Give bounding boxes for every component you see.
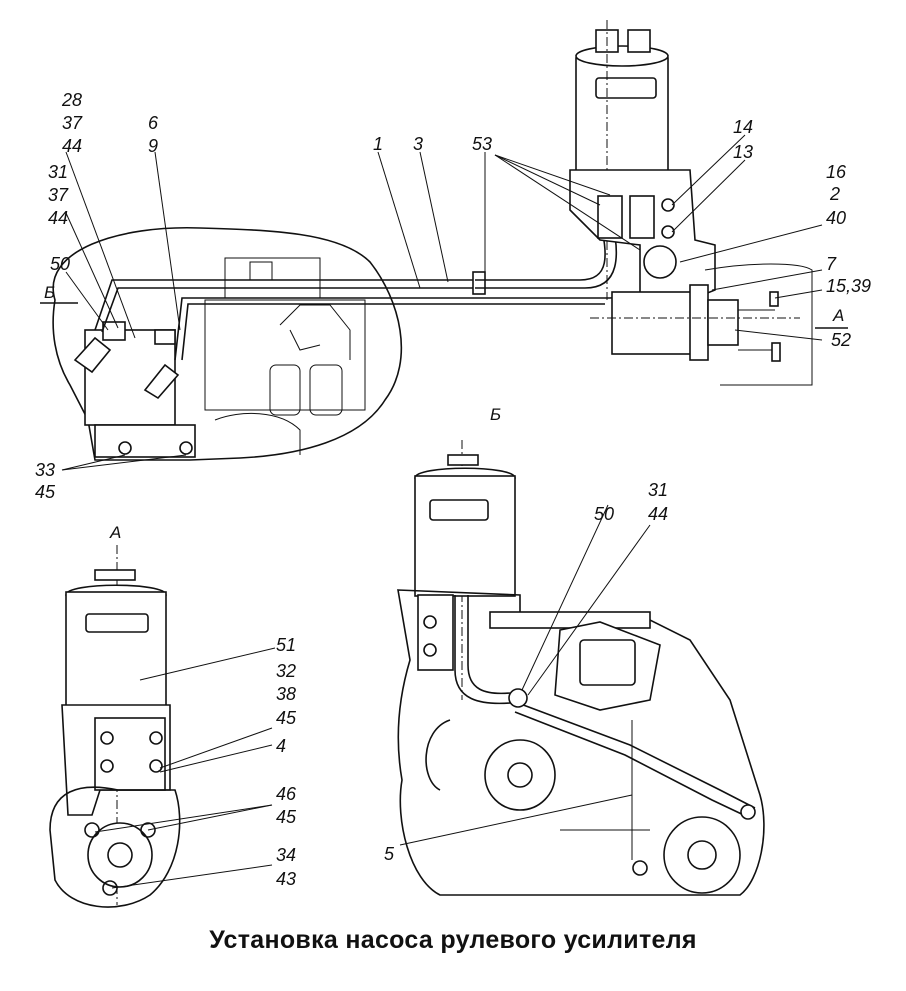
- view-label-b-left: Б: [44, 283, 55, 302]
- callout-3: 3: [413, 134, 423, 154]
- callout-50: 50: [50, 254, 70, 274]
- callout-28: 28: [61, 90, 82, 110]
- callout-7: 7: [826, 254, 837, 274]
- callout-9: 9: [148, 136, 158, 156]
- callout-6: 6: [148, 113, 159, 133]
- callout-4: 4: [276, 736, 286, 756]
- callouts: 28 37 44 6 9 31 37 44 50 1 3 53 14 13 16…: [35, 90, 871, 889]
- callout-44: 44: [48, 208, 68, 228]
- view-labels: Б А Б А: [44, 283, 844, 542]
- callout-34: 34: [276, 845, 296, 865]
- view-label-a-right: А: [832, 306, 844, 325]
- figure-caption: Установка насоса рулевого усилителя: [209, 926, 697, 954]
- callout-37: 37: [48, 185, 69, 205]
- callout-31: 31: [648, 480, 668, 500]
- callout-32: 32: [276, 661, 296, 681]
- callout-1: 1: [373, 134, 383, 154]
- callout-13: 13: [733, 142, 753, 162]
- callout-45: 45: [276, 708, 297, 728]
- callout-33: 33: [35, 460, 55, 480]
- view-a: [49, 545, 181, 908]
- view-label-b-top: Б: [490, 405, 501, 424]
- callout-45: 45: [276, 807, 297, 827]
- callout-44: 44: [62, 136, 82, 156]
- callout-15-39: 15,39: [826, 276, 871, 296]
- view-label-a-bottom: А: [109, 523, 121, 542]
- callout-43: 43: [276, 869, 296, 889]
- callout-40: 40: [826, 208, 846, 228]
- callout-38: 38: [276, 684, 296, 704]
- callout-45: 45: [35, 482, 56, 502]
- callout-5: 5: [384, 844, 395, 864]
- callout-53: 53: [472, 134, 492, 154]
- callout-37: 37: [62, 113, 83, 133]
- callout-51: 51: [276, 635, 296, 655]
- callout-52: 52: [831, 330, 851, 350]
- callout-31: 31: [48, 162, 68, 182]
- callout-2: 2: [829, 184, 840, 204]
- callout-14: 14: [733, 117, 753, 137]
- view-b: [397, 440, 765, 896]
- callout-44: 44: [648, 504, 668, 524]
- leader-lines: [61, 134, 823, 889]
- callout-16: 16: [826, 162, 847, 182]
- top-view: [40, 20, 848, 461]
- callout-50: 50: [594, 504, 614, 524]
- pump-installation-drawing: 28 37 44 6 9 31 37 44 50 1 3 53 14 13 16…: [35, 20, 871, 908]
- callout-46: 46: [276, 784, 297, 804]
